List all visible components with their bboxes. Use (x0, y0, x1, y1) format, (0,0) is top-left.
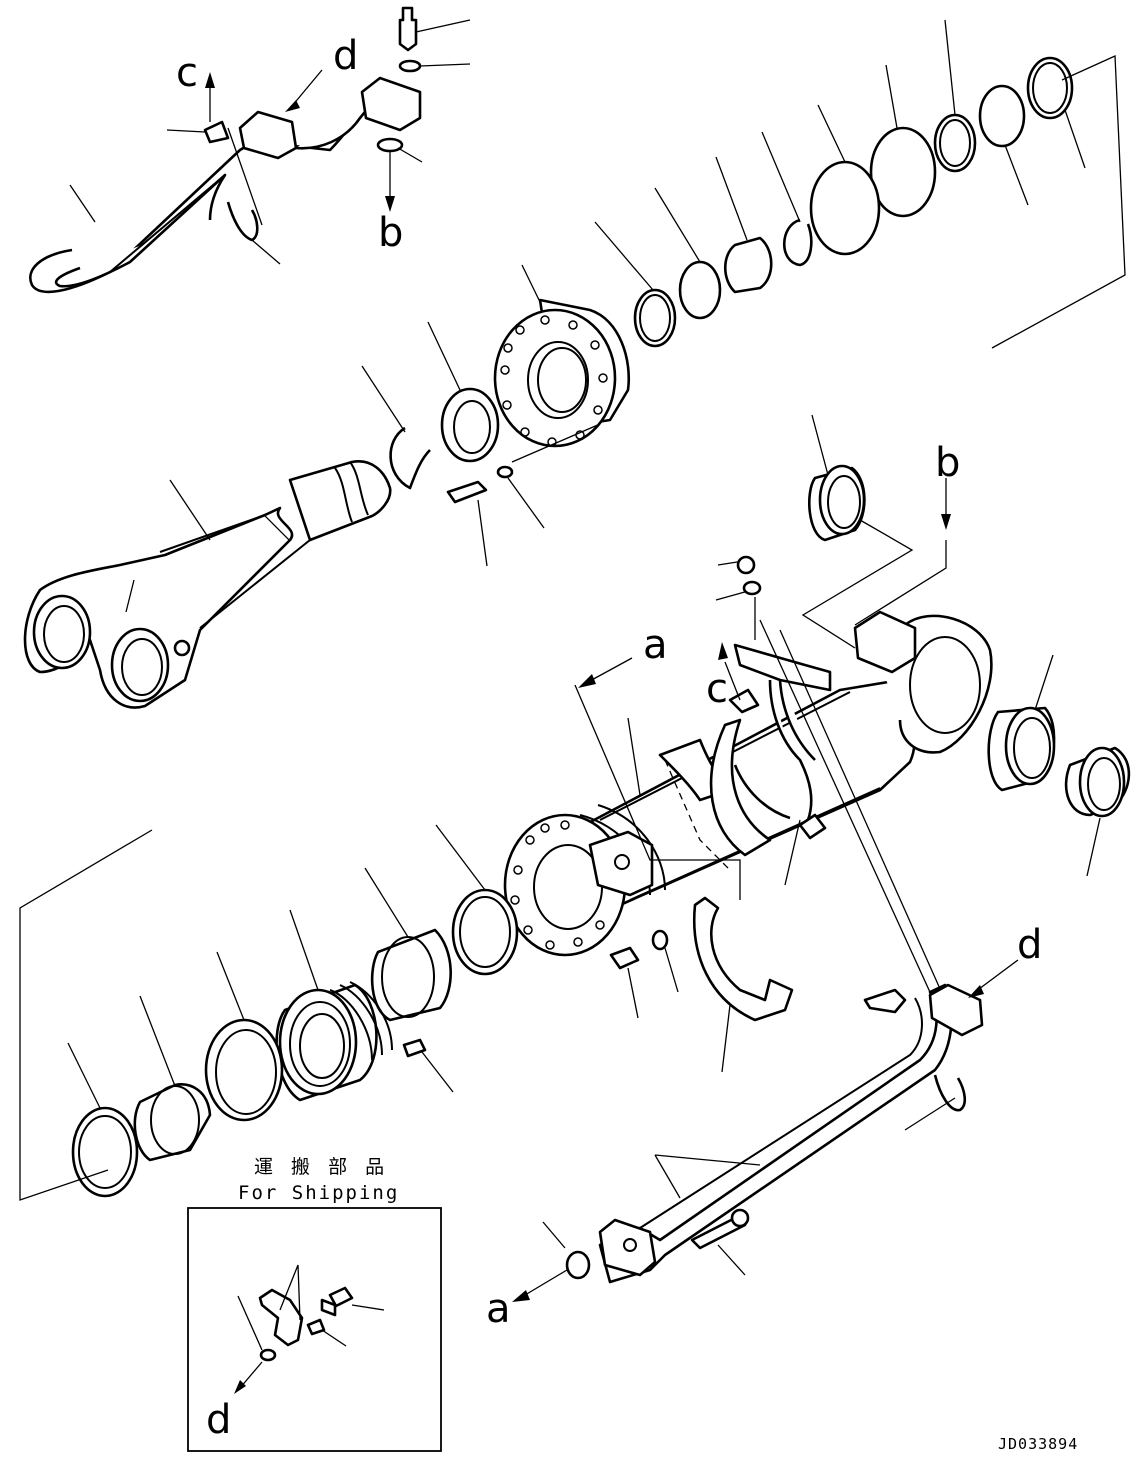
lower-tube-assembly (565, 983, 984, 1284)
callout-b-mid: b (935, 440, 960, 486)
leader-lines-seals (594, 19, 1126, 349)
callout-a-mid: a (643, 622, 668, 668)
shipping-parts-box (187, 1207, 442, 1452)
callout-d-shipping: d (206, 1397, 231, 1443)
callout-b-top: b (378, 210, 403, 256)
leader-lines-piston (19, 824, 486, 1201)
bushing-right (987, 706, 1131, 818)
leader-lines-bushing (801, 414, 951, 649)
piston-assembly (71, 888, 519, 1198)
shipping-title-en: For Shipping (238, 1182, 399, 1204)
callout-c-top: c (176, 50, 198, 96)
upper-tube-assembly (29, 6, 422, 294)
leader-lines-rod (125, 479, 211, 613)
callout-d-right: d (1017, 922, 1042, 968)
leader-lines-top (69, 19, 471, 265)
leader-lines-lower-tube (512, 959, 1019, 1302)
leader-lines-head (361, 264, 601, 567)
piston-rod (23, 460, 392, 709)
callout-c-mid: c (706, 666, 728, 712)
callout-a-bottom: a (486, 1286, 511, 1332)
leader-lines-tube (574, 555, 946, 1073)
shipping-title-jp: 運 搬 部 品 (254, 1156, 390, 1178)
bushing-upper (808, 464, 866, 542)
drawing-code: JD033894 (998, 1435, 1078, 1453)
callout-d-top: d (333, 33, 358, 79)
leader-lines-bushing-right (1034, 654, 1101, 877)
head-seal-set (633, 56, 1074, 348)
cylinder-tube (503, 610, 993, 1022)
cylinder-head (389, 298, 630, 504)
